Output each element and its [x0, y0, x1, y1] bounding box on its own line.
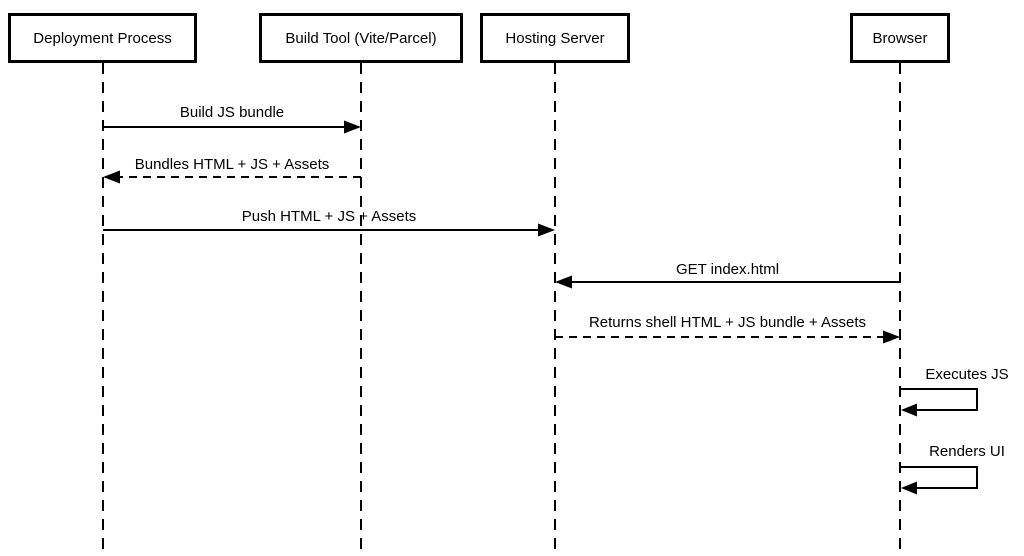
arrowhead-returns-shell [883, 330, 900, 344]
arrowhead-bundles-assets [103, 170, 120, 184]
arrowhead-push-assets [538, 223, 555, 237]
participant-browser: Browser [850, 13, 950, 63]
participant-deployment-process: Deployment Process [8, 13, 197, 63]
participant-label: Deployment Process [33, 29, 172, 47]
arrowhead-get-index [555, 275, 572, 289]
message-label-build-js-bundle: Build JS bundle [179, 104, 285, 121]
message-label-push-assets: Push HTML + JS + Assets [241, 208, 417, 225]
self-message-loop-renders-ui [901, 466, 978, 489]
message-label-renders-ui: Renders UI [929, 443, 1005, 460]
message-label-get-index: GET index.html [675, 261, 780, 278]
participant-label: Browser [872, 29, 928, 47]
participant-build-tool: Build Tool (Vite/Parcel) [259, 13, 463, 63]
message-label-bundles-assets: Bundles HTML + JS + Assets [134, 156, 330, 173]
arrowhead-executes-js [901, 403, 917, 417]
arrowhead-build-js-bundle [344, 120, 361, 134]
participant-label: Build Tool (Vite/Parcel) [285, 29, 437, 47]
message-label-returns-shell: Returns shell HTML + JS bundle + Assets [588, 314, 867, 331]
self-message-loop-executes-js [901, 388, 978, 411]
participant-label: Hosting Server [505, 29, 605, 47]
participant-hosting-server: Hosting Server [480, 13, 630, 63]
arrowhead-renders-ui [901, 481, 917, 495]
message-label-executes-js: Executes JS [925, 366, 1009, 383]
